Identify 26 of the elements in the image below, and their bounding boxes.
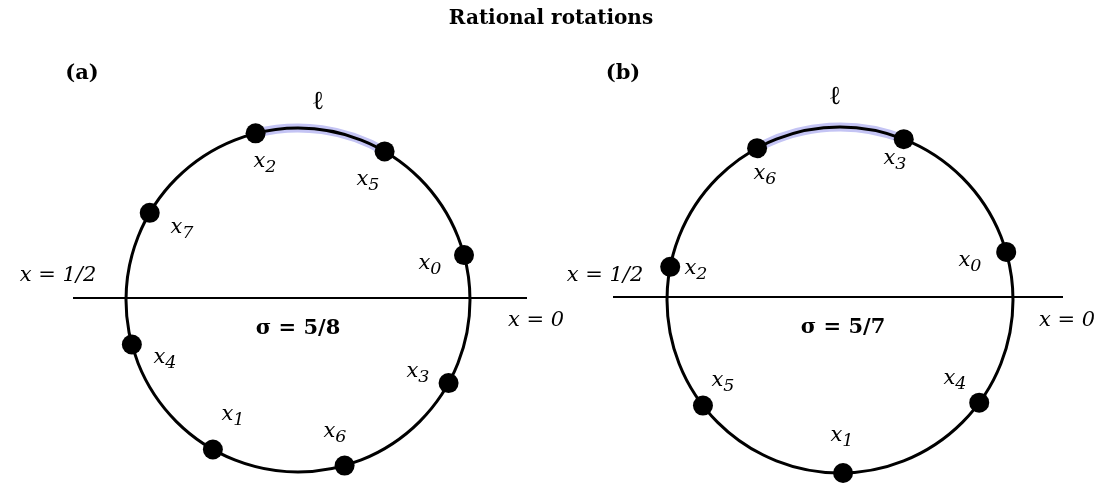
point-label: x$_{1}$ — [221, 402, 245, 430]
point-label: x$_{3}$ — [883, 146, 907, 174]
point-label: x$_{5}$ — [356, 167, 380, 195]
point-label: x$_{0}$ — [418, 251, 442, 279]
point-label: x$_{3}$ — [406, 359, 430, 387]
arc-label: ℓ — [828, 80, 842, 110]
equation-label: x = 1/2 — [19, 263, 97, 287]
arc-label: ℓ — [311, 85, 325, 115]
point-label: x$_{2}$ — [253, 149, 277, 177]
point-label: x$_{4}$ — [943, 366, 967, 394]
point-label: x$_{1}$ — [830, 423, 854, 451]
equation-label: x = 1/2 — [566, 263, 644, 287]
point-label: x$_{6}$ — [323, 419, 347, 447]
point-label: x$_{7}$ — [170, 215, 194, 243]
equation-label: σ = 5/8 — [255, 315, 341, 339]
equation-label: x = 0 — [1038, 308, 1096, 332]
equation-label: σ = 5/7 — [800, 314, 886, 338]
point-label: x$_{4}$ — [153, 345, 177, 373]
point-label: x$_{2}$ — [684, 256, 708, 284]
point-label: x$_{0}$ — [958, 248, 982, 276]
panel-label: (a) — [65, 60, 99, 84]
point-label: x$_{5}$ — [711, 368, 735, 396]
equation-label: x = 0 — [507, 308, 565, 332]
panel-label: (b) — [605, 60, 641, 84]
point-label: x$_{6}$ — [753, 161, 777, 189]
diagram-title: Rational rotations — [448, 6, 654, 28]
